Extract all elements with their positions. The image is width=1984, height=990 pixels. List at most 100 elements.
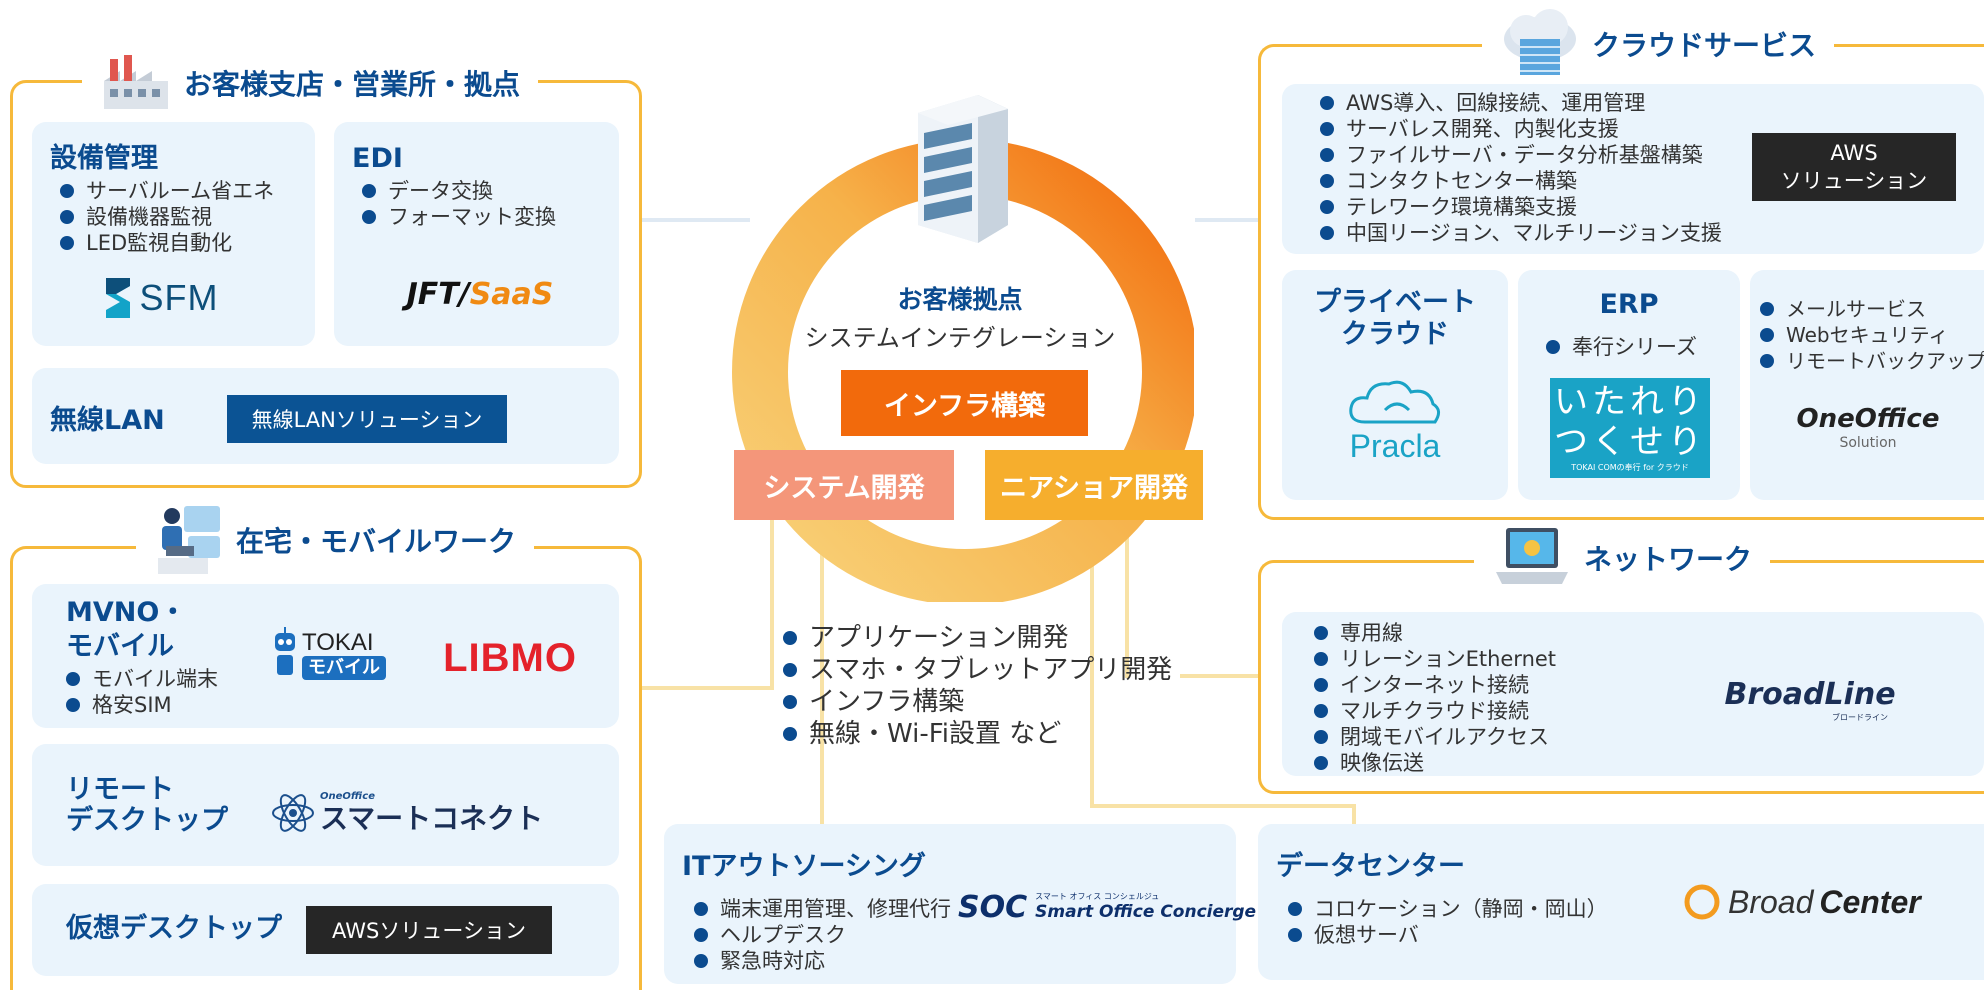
list-item: サーバレス開発、内製化支援 xyxy=(1320,116,1722,142)
mvno-list: モバイル端末 格安SIM xyxy=(66,666,218,718)
list-item: 中国リージョン、マルチリージョン支援 xyxy=(1320,220,1722,246)
broadcenter-b: Center xyxy=(1819,883,1921,920)
connector-dc-v xyxy=(1352,804,1356,824)
list-item: データ交換 xyxy=(362,178,556,204)
aws-list: AWS導入、回線接続、運用管理 サーバレス開発、内製化支援 ファイルサーバ・デー… xyxy=(1320,90,1722,246)
connector-left-top xyxy=(640,218,750,222)
edi-title: EDI xyxy=(352,143,403,174)
list-item: リレーションEthernet xyxy=(1314,646,1556,672)
list-item: 格安SIM xyxy=(66,692,218,718)
tokai-robot-icon xyxy=(275,627,295,675)
cloud-title: クラウドサービス xyxy=(1592,29,1817,62)
smart-connect-logo: OneOffice スマートコネクト xyxy=(270,786,560,840)
list-item: モバイル端末 xyxy=(66,666,218,692)
sfm-mark-icon xyxy=(105,278,130,318)
list-item: コンタクトセンター構築 xyxy=(1320,168,1722,194)
remote-worker-icon xyxy=(158,506,220,574)
aws-solution-button[interactable]: AWS ソリューション xyxy=(1752,133,1956,201)
list-item: アプリケーション開発 xyxy=(783,622,1172,654)
list-item: リモートバックアップ xyxy=(1760,348,1984,374)
itareri-line1: いたれり xyxy=(1554,382,1706,422)
aws-button-line1: AWS xyxy=(1830,141,1878,165)
broadline-logo: BroadLine ブロードライン xyxy=(1690,660,1930,740)
list-item: 閉域モバイルアクセス xyxy=(1314,724,1556,750)
jft-saas-logo: JFT/ SaaS xyxy=(360,272,600,316)
oneoffice-logo: OneOffice Solution xyxy=(1770,400,1966,456)
network-list: 専用線 リレーションEthernet インターネット接続 マルチクラウド接続 閉… xyxy=(1314,620,1556,776)
pracla-cloud-icon xyxy=(1349,380,1440,424)
broadcenter-ring-icon xyxy=(1684,884,1720,920)
list-item: LED監視自動化 xyxy=(60,230,274,256)
edi-card xyxy=(334,122,619,346)
network-header: ネットワーク xyxy=(1474,520,1771,596)
facility-list: サーバルーム省エネ 設備機器監視 LED監視自動化 xyxy=(60,178,274,256)
edi-list: データ交換 フォーマット変換 xyxy=(362,178,556,230)
cloud-server-icon xyxy=(1504,9,1576,75)
list-item: 奉行シリーズ xyxy=(1546,334,1697,360)
home-title: 在宅・モバイルワーク xyxy=(236,525,517,558)
connector-system-down xyxy=(770,518,774,690)
laptop-network-icon xyxy=(1496,528,1568,584)
list-item: マルチクラウド接続 xyxy=(1314,698,1556,724)
broadline-logo-sub: ブロードライン xyxy=(1832,712,1888,722)
list-item: 緊急時対応 xyxy=(694,948,951,974)
cloud-header: クラウドサービス xyxy=(1482,8,1835,80)
datacenter-list: コロケーション（静岡・岡山） 仮想サーバ xyxy=(1288,896,1608,948)
tokai-mobile-logo: TOKAI モバイル xyxy=(272,622,394,688)
jft-logo-text: JFT/ xyxy=(406,276,470,312)
pracla-logo-text: Pracla xyxy=(1349,428,1441,464)
remote-title-2: デスクトップ xyxy=(66,805,228,836)
atom-icon xyxy=(272,794,314,832)
private-title-1: プライベート xyxy=(1314,287,1476,318)
it-outsourcing-title: ITアウトソーシング xyxy=(682,851,926,882)
wlan-title: 無線LAN xyxy=(50,405,165,436)
pill-infra: インフラ構築 xyxy=(841,370,1088,436)
building-icon xyxy=(908,85,1018,245)
list-item: サーバルーム省エネ xyxy=(60,178,274,204)
private-title-2: クラウド xyxy=(1341,319,1449,350)
erp-title: ERP xyxy=(1599,289,1659,320)
oneoffice-logo-sub: Solution xyxy=(1839,435,1897,451)
factory-icon xyxy=(104,55,168,109)
connector-network-v xyxy=(1125,518,1129,678)
erp-list: 奉行シリーズ xyxy=(1546,334,1697,360)
mvno-title-2: モバイル xyxy=(66,631,174,662)
sfm-logo-text: SFM xyxy=(139,277,219,318)
connector-right-mid xyxy=(1180,674,1260,678)
remote-card xyxy=(32,744,619,866)
broadline-logo-text: BroadLine xyxy=(1724,676,1896,712)
network-title: ネットワーク xyxy=(1584,543,1753,576)
center-bullets: アプリケーション開発 スマホ・タブレットアプリ開発 インフラ構築 無線・Wi-F… xyxy=(783,622,1172,750)
private-cloud-card xyxy=(1282,270,1508,500)
list-item: 端末運用管理、修理代行 xyxy=(694,896,951,922)
libmo-logo: LIBMO xyxy=(443,635,577,680)
facility-title: 設備管理 xyxy=(50,143,158,174)
pracla-logo: Pracla xyxy=(1330,372,1460,468)
list-item: 専用線 xyxy=(1314,620,1556,646)
connector-right-top xyxy=(1195,218,1260,222)
virtual-aws-button[interactable]: AWSソリューション xyxy=(306,906,552,954)
tokai-logo-top: TOKAI xyxy=(302,629,374,656)
broadcenter-logo: Broad Center xyxy=(1682,876,1944,928)
list-item: 映像伝送 xyxy=(1314,750,1556,776)
list-item: ファイルサーバ・データ分析基盤構築 xyxy=(1320,142,1722,168)
soc-logo-text: Smart Office Concierge xyxy=(1035,902,1257,922)
soc-logo-mark: SOC xyxy=(958,889,1028,925)
branch-title: お客様支店・営業所・拠点 xyxy=(184,68,521,101)
soc-logo-small: スマート オフィス コンシェルジュ xyxy=(1035,892,1160,901)
list-item: コロケーション（静岡・岡山） xyxy=(1288,896,1608,922)
list-item: 無線・Wi-Fi設置 など xyxy=(783,718,1172,750)
list-item: 設備機器監視 xyxy=(60,204,274,230)
broadcenter-a: Broad xyxy=(1728,883,1814,920)
datacenter-title: データセンター xyxy=(1276,851,1465,882)
smart-connect-small: OneOffice xyxy=(320,791,375,802)
oneoffice-logo-text: OneOffice xyxy=(1796,404,1940,434)
itareri-logo: いたれり つくせり TOKAI COMの奉行 for クラウド xyxy=(1550,378,1710,478)
list-item: スマホ・タブレットアプリ開発 xyxy=(783,654,1172,686)
sfm-logo: SFM xyxy=(90,268,230,328)
list-item: ヘルプデスク xyxy=(694,922,951,948)
mvno-title-1: MVNO・ xyxy=(66,597,187,628)
wlan-solution-button[interactable]: 無線LANソリューション xyxy=(227,395,507,443)
itareri-caption: TOKAI COMの奉行 for クラウド xyxy=(1571,463,1689,472)
saas-logo-text: SaaS xyxy=(469,276,554,312)
